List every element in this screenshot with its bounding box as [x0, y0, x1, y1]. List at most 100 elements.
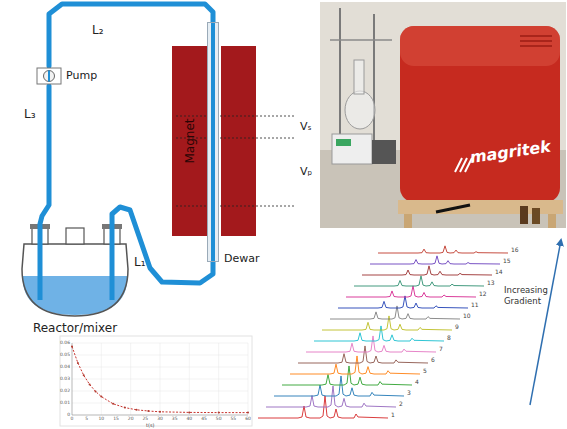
tick-label: 15	[110, 417, 122, 422]
volume-lines	[176, 116, 296, 206]
sample-tube	[211, 23, 215, 261]
spectrum-trace	[314, 326, 444, 341]
chart-frame	[60, 336, 252, 426]
data-points-part	[77, 362, 79, 364]
axis-annotation: Increasing Gradient	[504, 285, 548, 306]
tick-label: 0.06	[50, 341, 70, 346]
pump-node: Pump	[36, 66, 62, 86]
photo-frame	[320, 2, 566, 228]
spectrum-trace	[282, 366, 412, 385]
chart-grid-part	[218, 343, 219, 415]
trace-number: 9	[455, 324, 459, 330]
volume-lines-part	[176, 116, 296, 117]
chart-grid-part	[160, 343, 161, 415]
stand-rod	[339, 8, 341, 150]
stacked-spectra	[258, 240, 561, 418]
spectrum-trace	[378, 246, 508, 253]
axis-title: t(s)	[146, 423, 154, 428]
tick-label: 50	[213, 417, 225, 422]
data-points-part	[159, 411, 161, 413]
trace-number: 16	[511, 247, 519, 253]
reactor-label: Reactor/mixer	[16, 322, 134, 334]
spectrum-trace	[258, 396, 388, 418]
fit-curve	[72, 347, 248, 413]
data-points-part	[247, 412, 249, 414]
pump-node-part	[36, 66, 62, 86]
tick-label: 0	[50, 413, 70, 418]
data-points-part	[100, 396, 102, 398]
data-points-part	[95, 390, 97, 392]
trace-number: 14	[495, 269, 503, 275]
reactor-node: Reactor/mixer	[16, 224, 134, 334]
tubing-line	[40, 86, 49, 224]
trace-number: 5	[423, 368, 427, 374]
stand-rod	[373, 14, 375, 150]
bottle	[532, 208, 540, 224]
magnet-label: Magnet	[184, 118, 196, 163]
trace-number: 10	[463, 313, 471, 319]
chart-grid-part	[72, 343, 248, 344]
chart-grid-part	[72, 355, 248, 356]
wood-stand	[398, 200, 563, 214]
volume-label: Vₚ	[300, 166, 312, 177]
tick-label: 30	[154, 417, 166, 422]
glass-neck	[354, 60, 364, 94]
tick-label: 45	[198, 417, 210, 422]
chart-grid-part	[72, 391, 248, 392]
tick-label: 0.02	[50, 389, 70, 394]
tick-label: 60	[242, 417, 254, 422]
tick-label: 55	[227, 417, 239, 422]
tube-label: L₃	[24, 108, 36, 120]
trace-number: 13	[487, 280, 495, 286]
reactor-node-part	[16, 224, 134, 319]
pump-device	[332, 134, 372, 164]
spectrum-trace	[354, 276, 484, 286]
spectrum-trace	[362, 266, 492, 275]
data-points-part	[136, 409, 138, 411]
photo-wall	[320, 2, 566, 152]
data-points-part	[218, 412, 220, 414]
trace-number: 2	[399, 401, 403, 407]
data-points-part	[124, 407, 126, 409]
tick-label: 25	[139, 417, 151, 422]
spectrum-trace	[330, 306, 460, 319]
chart-grid-part	[130, 343, 131, 415]
vent-lines-part	[520, 35, 552, 37]
spectrum-trace	[338, 296, 468, 308]
tube-label: L₁	[134, 256, 146, 268]
bottle	[520, 206, 528, 224]
photo-bench	[320, 150, 566, 228]
pump-node-part-part	[48, 71, 50, 82]
tick-label: 0.03	[50, 377, 70, 382]
spectrometer-top	[400, 26, 560, 66]
spectrum-trace	[346, 286, 476, 297]
chart-grid	[72, 343, 248, 415]
spectrum-trace	[290, 356, 420, 374]
trace-number: 4	[415, 379, 419, 385]
chart-grid-part	[72, 379, 248, 380]
stand-leg	[404, 214, 412, 228]
vent-lines-part	[520, 45, 552, 47]
reactor-node-part-part	[66, 228, 84, 244]
lab-photo	[320, 2, 566, 228]
data-points-part	[89, 383, 91, 385]
volume-lines-part	[176, 138, 296, 139]
spectrum-trace	[370, 256, 500, 264]
trace-number: 1	[391, 412, 395, 418]
magnet-pole	[221, 46, 256, 236]
marker-pen	[436, 205, 470, 212]
volume-lines-part	[176, 206, 296, 207]
brand-text: magritek	[469, 139, 552, 166]
data-points-part	[147, 410, 149, 412]
gradient-arrow	[530, 240, 561, 405]
tick-label: 5	[81, 417, 93, 422]
chart-axes	[72, 343, 248, 415]
trace-number: 15	[503, 258, 511, 264]
data-points-part	[188, 411, 190, 413]
chart-grid-part	[101, 343, 102, 415]
spectrum-trace	[298, 346, 428, 363]
